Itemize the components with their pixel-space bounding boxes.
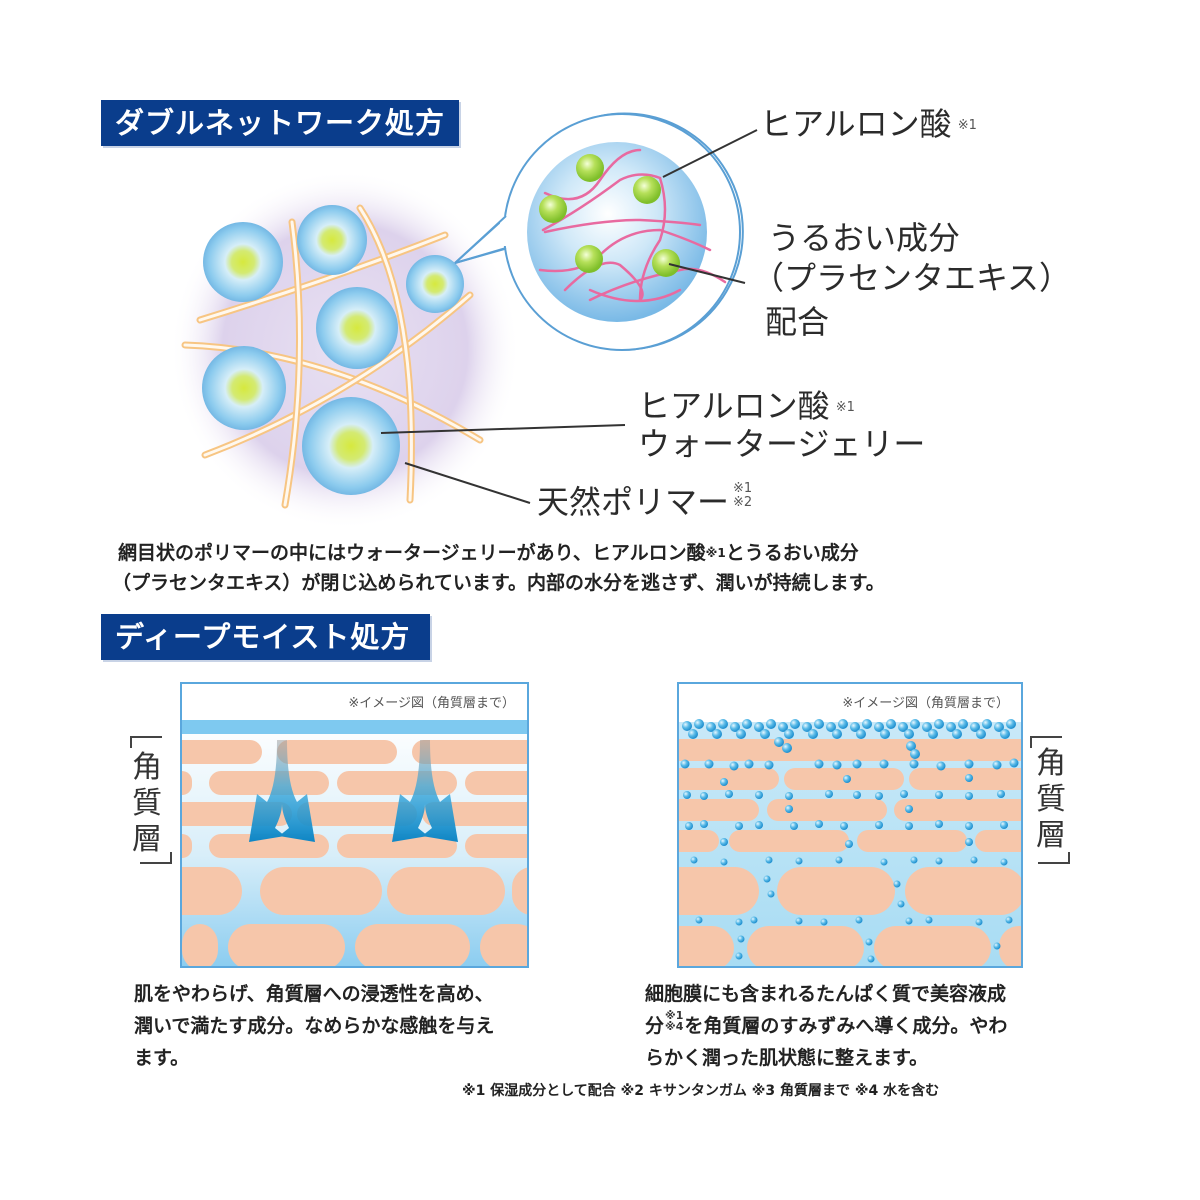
footnotes: ※1 保湿成分として配合 ※2 キサンタンガム ※3 角質層まで ※4 水を含む	[462, 1083, 940, 1099]
zoom-bubble	[454, 112, 744, 351]
natural-polymer-fibers	[181, 204, 484, 509]
description-line-2: （プラセンタエキス）が閉じ込められています。内部の水分を逃さず、潤いが持続します…	[112, 572, 885, 594]
double-network-description: 網目状のポリマーの中にはウォータージェリーがあり、ヒアルロン酸※1とうるおい成分…	[112, 538, 1098, 598]
right-skin-diagram: ※イメージ図（角質層まで）	[677, 682, 1023, 968]
label-water-jelly: ウォータージェリー	[638, 425, 926, 463]
stratum-layers-left	[182, 720, 527, 966]
label-natural-polymer: 天然ポリマー※1※2	[537, 481, 753, 522]
label-formulated: 配合	[765, 303, 830, 341]
penetration-arrows	[249, 740, 458, 842]
section-banner-double-network: ダブルネットワーク処方	[101, 100, 460, 146]
water-jelly-spheres	[202, 205, 464, 495]
stratum-layers-right	[679, 719, 1021, 966]
stratum-corneum-label-right: 角 質 層	[1030, 736, 1076, 864]
stratum-corneum-label-left: 角 質 層	[128, 736, 174, 864]
label-moisture-ingredient: うるおい成分	[768, 219, 961, 257]
footnote-ref: ※1	[957, 118, 977, 133]
description-line-1: 網目状のポリマーの中にはウォータージェリーがあり、ヒアルロン酸※1とうるおい成分	[118, 542, 859, 564]
left-skin-diagram: ※イメージ図（角質層まで）	[180, 682, 529, 968]
leader-lines	[380, 129, 758, 504]
image-note: ※イメージ図（角質層まで）	[842, 696, 1009, 711]
right-panel-caption: 細胞膜にも含まれるたんぱく質で美容液成 分※1※4を角質層のすみずみへ導く成分。…	[645, 983, 1008, 1069]
image-note: ※イメージ図（角質層まで）	[348, 696, 515, 711]
label-hyaluronic-acid: ヒアルロン酸※1	[760, 105, 977, 143]
section-banner-deep-moist: ディープモイスト処方	[101, 614, 431, 660]
label-hyaluronic-water-jelly: ヒアルロン酸※1	[638, 387, 855, 425]
label-placenta-extract: （プラセンタエキス）	[752, 259, 1072, 297]
footnote-ref-stack: ※1※2	[733, 481, 753, 510]
left-panel-caption: 肌をやわらげ、角質層への浸透性を高め、 潤いで満たす成分。なめらかな感触を与え …	[134, 983, 495, 1069]
double-network-illustration	[170, 112, 758, 530]
footnote-ref: ※1	[835, 400, 855, 415]
moisture-droplets	[680, 719, 1019, 963]
